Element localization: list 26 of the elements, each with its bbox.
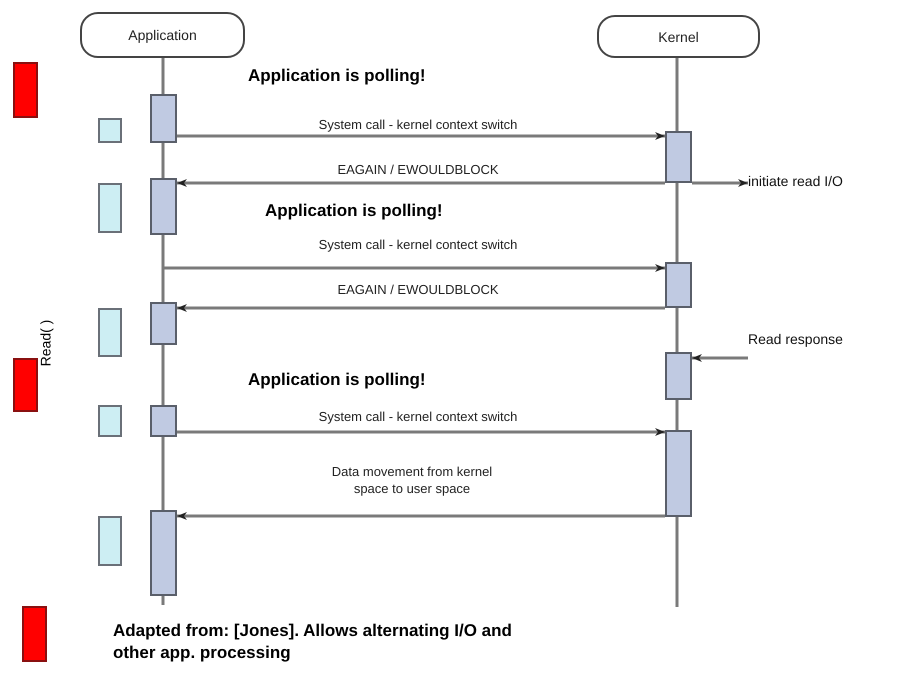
- participant-box: Application: [80, 12, 245, 58]
- activation-bar: [665, 131, 692, 183]
- note-text: Application is polling!: [248, 370, 426, 390]
- arrow: [177, 179, 665, 187]
- note-text: Application is polling!: [248, 66, 426, 86]
- note-text: Application is polling!: [265, 201, 443, 221]
- arrow: [692, 179, 748, 187]
- arrow: [163, 264, 665, 272]
- message-text: Read response: [748, 331, 843, 360]
- activation-bar: [665, 352, 692, 400]
- message-text: initiate read I/O: [748, 173, 843, 193]
- activation-bar: [665, 430, 692, 517]
- activation-bar: [150, 510, 177, 596]
- axis-text: Read( ): [37, 320, 54, 366]
- participant-box: Kernel: [597, 15, 760, 58]
- arrow: [177, 512, 665, 520]
- activation-bar: [150, 178, 177, 235]
- activation-bar: [665, 262, 692, 308]
- caption: Adapted from: [Jones]. Allows alternating I/O and other app. processing: [113, 620, 513, 664]
- activation-bar: [150, 405, 177, 437]
- arrow: [692, 354, 748, 362]
- activation-bar: [150, 302, 177, 345]
- arrow: [177, 428, 665, 436]
- arrow: [177, 304, 665, 312]
- arrow: [177, 132, 665, 140]
- activation-bar: [150, 94, 177, 143]
